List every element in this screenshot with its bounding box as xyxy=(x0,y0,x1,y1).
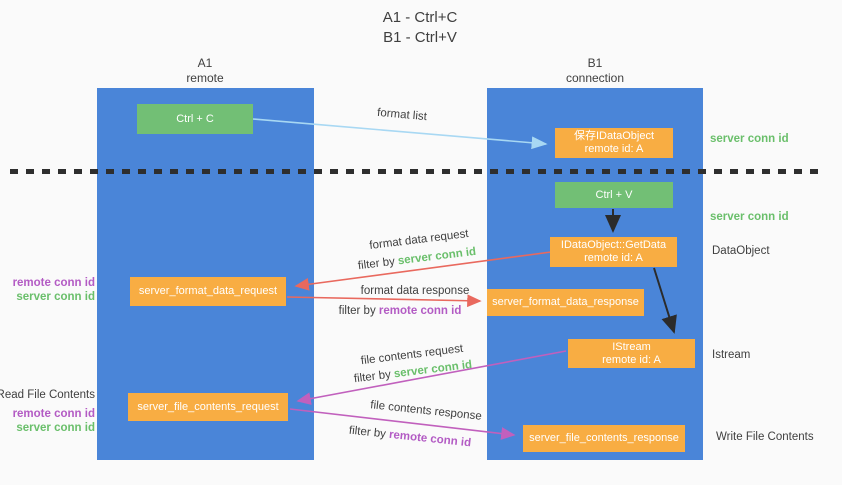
label-format-list: format list xyxy=(376,106,428,124)
node-getdata-line2: remote id: A xyxy=(584,252,643,264)
node-ctrl-c: Ctrl + C xyxy=(137,104,253,134)
node-server-file-contents-request: server_file_contents_request xyxy=(128,393,288,421)
session-separator-line xyxy=(10,169,824,174)
node-save-idataobject: 保存IDataObject remote id: A xyxy=(555,128,673,158)
node-save-idataobject-line2: remote id: A xyxy=(584,143,644,155)
lane-b1-name: B1 xyxy=(587,56,603,70)
filter-by-text: filter by xyxy=(357,255,396,273)
label-remote-conn-id-left-2: remote conn id xyxy=(12,408,95,420)
label-format-data-response: format data response xyxy=(360,285,470,297)
label-filter-by-remote-conn-id-top: filter by remote conn id xyxy=(339,305,462,317)
label-server-conn-id-right-2: server conn id xyxy=(710,211,789,223)
server-conn-id-text: server conn id xyxy=(393,358,473,381)
filter-by-text: filter by xyxy=(348,424,387,441)
server-conn-id-text: server conn id xyxy=(397,245,477,268)
node-idataobject-getdata: IDataObject::GetData remote id: A xyxy=(550,237,677,267)
label-filter-by-remote-conn-id-bottom: filter by remote conn id xyxy=(348,425,471,450)
node-getdata-line1: IDataObject::GetData xyxy=(560,239,667,251)
node-server-format-data-request: server_format_data_request xyxy=(130,277,286,306)
node-save-idataobject-line1: 保存IDataObject xyxy=(573,130,655,142)
node-format-request-label: server_format_data_request xyxy=(138,285,278,297)
node-ctrl-v-label: Ctrl + V xyxy=(595,188,633,201)
node-istream-line2: remote id: A xyxy=(602,353,661,366)
node-ctrl-c-label: Ctrl + C xyxy=(176,112,214,125)
arrow-format-data-response xyxy=(286,294,482,308)
diagram-title: A1 - Ctrl+C B1 - Ctrl+V xyxy=(280,8,560,48)
lane-a1-subtitle: remote xyxy=(186,71,224,85)
lane-b1-subtitle: connection xyxy=(565,71,625,85)
node-file-request-label: server_file_contents_request xyxy=(137,400,279,413)
lane-a1-name: A1 xyxy=(197,56,213,70)
lane-header-b1: B1 connection xyxy=(535,56,655,86)
node-format-response-label: server_format_data_response xyxy=(492,296,639,308)
node-file-response-label: server_file_contents_response xyxy=(529,432,679,444)
lane-header-a1: A1 remote xyxy=(145,56,265,86)
node-server-format-data-response: server_format_data_response xyxy=(487,289,644,316)
label-dataobject: DataObject xyxy=(712,245,770,257)
label-server-conn-id-right-1: server conn id xyxy=(710,133,789,145)
label-server-conn-id-left-1: server conn id xyxy=(16,291,95,303)
label-server-conn-id-left-2: server conn id xyxy=(16,422,95,434)
label-file-contents-response: file contents response xyxy=(369,399,483,423)
title-line-2: B1 - Ctrl+V xyxy=(383,29,457,46)
node-server-file-contents-response: server_file_contents_response xyxy=(523,425,685,452)
label-istream: Istream xyxy=(712,349,751,361)
label-read-file-contents: Read File Contents xyxy=(0,389,95,401)
remote-conn-id-text: remote conn id xyxy=(388,428,472,450)
remote-conn-id-text: remote conn id xyxy=(378,305,462,317)
node-ctrl-v: Ctrl + V xyxy=(555,182,673,208)
filter-by-text: filter by xyxy=(338,305,376,317)
node-istream-line1: IStream xyxy=(612,340,651,353)
label-write-file-contents: Write File Contents xyxy=(716,431,814,443)
title-line-1: A1 - Ctrl+C xyxy=(382,9,458,26)
label-remote-conn-id-left-1: remote conn id xyxy=(12,277,95,289)
filter-by-text: filter by xyxy=(353,368,392,386)
node-istream: IStream remote id: A xyxy=(568,339,695,368)
